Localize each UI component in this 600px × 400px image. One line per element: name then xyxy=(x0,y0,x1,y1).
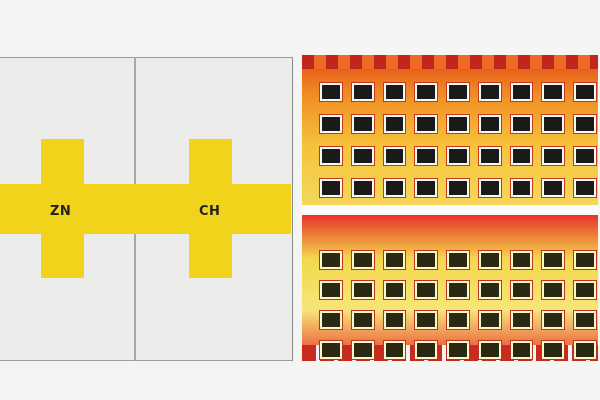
window xyxy=(510,341,533,359)
window xyxy=(320,251,342,269)
window xyxy=(510,179,533,197)
window xyxy=(351,147,374,165)
window xyxy=(542,311,565,329)
window xyxy=(574,251,596,269)
window xyxy=(320,147,342,165)
window xyxy=(383,83,406,101)
window xyxy=(542,179,565,197)
window xyxy=(574,83,596,101)
window xyxy=(447,281,469,299)
window xyxy=(478,115,501,133)
window xyxy=(447,311,469,329)
window xyxy=(415,251,438,269)
cross-junction-icon xyxy=(189,139,232,278)
window xyxy=(351,341,374,359)
window xyxy=(574,281,596,299)
window-grid-upper xyxy=(320,83,596,197)
window xyxy=(542,83,565,101)
window xyxy=(542,115,565,133)
window xyxy=(383,281,406,299)
window xyxy=(320,179,342,197)
window xyxy=(447,147,469,165)
node-label-ch: CH xyxy=(199,204,221,219)
node-label-zn: ZN xyxy=(50,204,72,219)
window xyxy=(510,251,533,269)
window xyxy=(351,281,374,299)
window xyxy=(415,179,438,197)
facade-roofline xyxy=(302,55,598,69)
window xyxy=(320,281,342,299)
window xyxy=(510,115,533,133)
window xyxy=(447,251,469,269)
window xyxy=(542,251,565,269)
window xyxy=(510,147,533,165)
window xyxy=(351,251,374,269)
window xyxy=(574,115,596,133)
window xyxy=(478,281,501,299)
window xyxy=(574,341,596,359)
window xyxy=(478,251,501,269)
window xyxy=(447,179,469,197)
building-facade-image xyxy=(302,55,598,361)
window xyxy=(542,147,565,165)
window xyxy=(351,115,374,133)
window xyxy=(320,83,342,101)
window xyxy=(478,341,501,359)
window xyxy=(415,147,438,165)
window xyxy=(415,115,438,133)
window xyxy=(447,83,469,101)
facade-gap xyxy=(302,205,598,215)
window xyxy=(478,83,501,101)
window xyxy=(574,179,596,197)
window xyxy=(383,115,406,133)
cross-junction-icon xyxy=(41,139,84,278)
window xyxy=(320,311,342,329)
window xyxy=(510,281,533,299)
window xyxy=(383,311,406,329)
window xyxy=(383,147,406,165)
window xyxy=(415,311,438,329)
window xyxy=(351,311,374,329)
window xyxy=(415,83,438,101)
window xyxy=(415,341,438,359)
window xyxy=(478,311,501,329)
window xyxy=(510,311,533,329)
window xyxy=(574,311,596,329)
window xyxy=(447,341,469,359)
window xyxy=(478,179,501,197)
window xyxy=(383,341,406,359)
window xyxy=(415,281,438,299)
window xyxy=(351,83,374,101)
window xyxy=(447,115,469,133)
window xyxy=(542,341,565,359)
window xyxy=(320,115,342,133)
window xyxy=(510,83,533,101)
window xyxy=(351,179,374,197)
window xyxy=(574,147,596,165)
window xyxy=(383,251,406,269)
window-grid-lower xyxy=(320,251,596,359)
window xyxy=(383,179,406,197)
window xyxy=(542,281,565,299)
window xyxy=(320,341,342,359)
window xyxy=(478,147,501,165)
